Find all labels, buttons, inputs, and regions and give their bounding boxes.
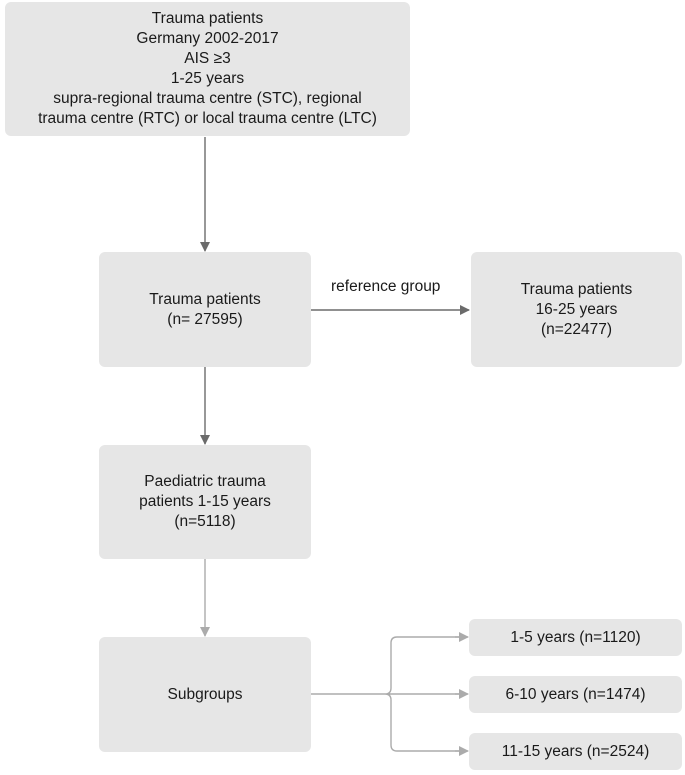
inclusion-line-5: supra-regional trauma centre (STC), regi…	[53, 90, 362, 107]
reference-line-1: Trauma patients	[520, 280, 633, 298]
paediatric-line-1: Paediatric trauma	[144, 473, 266, 490]
subgroup-1-5-label: 1-5 years (n=1120)	[510, 628, 641, 646]
branch-subgroups	[311, 636, 467, 752]
inclusion-line-1: Trauma patients	[151, 10, 264, 27]
inclusion-line-3: AIS ≥3	[184, 50, 231, 67]
inclusion-line-6: trauma centre (RTC) or local trauma cent…	[38, 110, 377, 127]
inclusion-line-4: 1-25 years	[170, 70, 245, 87]
reference-line-2: 16-25 years	[535, 300, 618, 318]
reference-line-3: (n=22477)	[540, 320, 613, 338]
subgroup-11-15-box: 11-15 years (n=2524)	[469, 733, 682, 770]
all-patients-box: Trauma patients (n= 27595)	[99, 252, 311, 367]
inclusion-line-2: Germany 2002-2017	[136, 30, 279, 47]
subgroup-6-10-label: 6-10 years (n=1474)	[505, 685, 646, 703]
paediatric-line-2: patients 1-15 years	[139, 493, 271, 510]
subgroup-11-15-label: 11-15 years (n=2524)	[501, 742, 650, 760]
subgroups-box: Subgroups	[99, 637, 311, 752]
subgroup-1-5-box: 1-5 years (n=1120)	[469, 619, 682, 656]
inclusion-criteria-box: Trauma patients Germany 2002-2017 AIS ≥3…	[5, 2, 410, 136]
reference-group-box: Trauma patients 16-25 years (n=22477)	[471, 252, 682, 367]
reference-group-label: reference group	[331, 278, 441, 295]
all-patients-line-2: (n= 27595)	[167, 310, 243, 328]
paediatric-line-3: (n=5118)	[174, 513, 236, 530]
subgroups-label: Subgroups	[167, 685, 243, 703]
all-patients-line-1: Trauma patients	[149, 290, 261, 308]
subgroup-6-10-box: 6-10 years (n=1474)	[469, 676, 682, 713]
paediatric-box: Paediatric trauma patients 1-15 years (n…	[99, 445, 311, 559]
